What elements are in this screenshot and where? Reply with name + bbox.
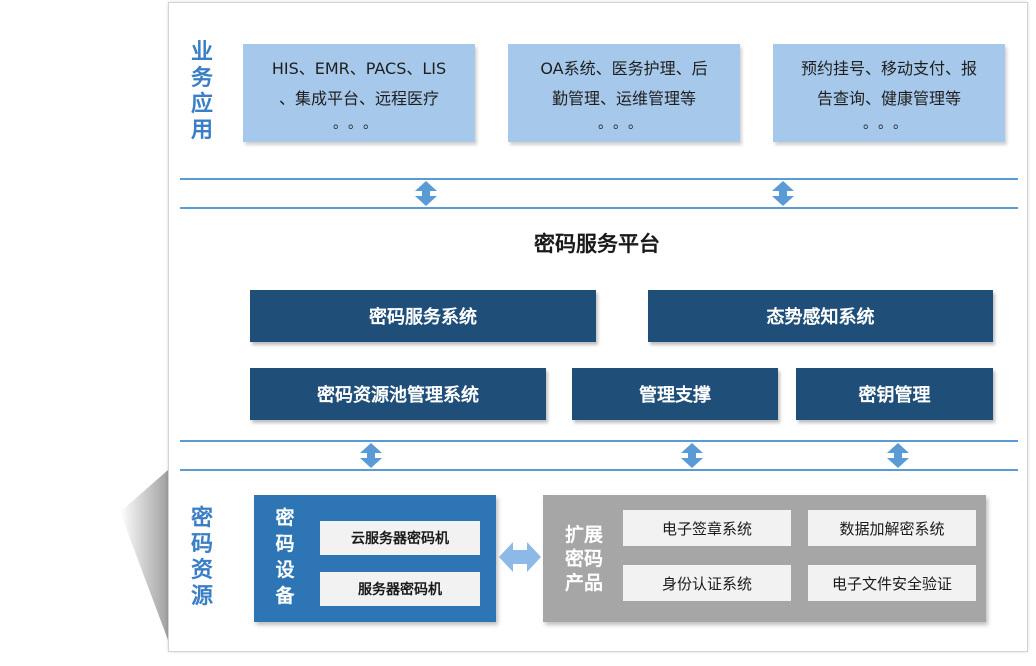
divider-line-lower-1 (180, 440, 1018, 442)
key-management: 密钥管理 (796, 368, 993, 420)
data-encryption-system: 数据加解密系统 (808, 510, 976, 546)
divider-line-upper-2 (180, 207, 1018, 209)
cloud-server-crypto-machine: 云服务器密码机 (320, 521, 480, 555)
server-crypto-machine: 服务器密码机 (320, 572, 480, 606)
crypto-devices-panel: 密码设备 云服务器密码机 服务器密码机 (254, 495, 496, 622)
management-support: 管理支撑 (572, 368, 778, 420)
app-text-line1: OA系统、医务护理、后 (540, 59, 708, 78)
app-text-line2: 告查询、健康管理等 (816, 89, 961, 108)
app-text-line1: 预约挂号、移动支付、报 (800, 59, 977, 78)
double-arrow-icon (681, 443, 703, 468)
extended-products-title: 扩展密码产品 (564, 524, 603, 594)
crypto-service-system: 密码服务系统 (250, 290, 596, 342)
horizontal-double-arrow-icon (499, 542, 541, 572)
divider-line-lower-2 (180, 469, 1018, 471)
e-document-security-verification: 电子文件安全验证 (808, 565, 976, 601)
app-dots: 。。。 (598, 116, 650, 132)
app-dots: 。。。 (333, 116, 385, 132)
platform-title: 密码服务平台 (534, 232, 660, 256)
app-text-line1: HIS、EMR、PACS、LIS (271, 59, 447, 78)
app-text-line2: 勤管理、运维管理等 (551, 89, 696, 108)
crypto-devices-title: 密码设备 (275, 507, 295, 607)
resource-layer-label: 密码资源 (190, 506, 213, 609)
double-arrow-icon (772, 181, 794, 206)
app-box-clinical: HIS、EMR、PACS、LIS 、集成平台、远程医疗 。。。 (243, 44, 475, 142)
app-text-line2: 、集成平台、远程医疗 (278, 89, 439, 108)
app-dots: 。。。 (863, 116, 915, 132)
situation-awareness-system: 态势感知系统 (648, 290, 993, 342)
double-arrow-icon (360, 443, 382, 468)
app-box-management: OA系统、医务护理、后勤管理、运维管理等 。。。 (508, 44, 740, 142)
divider-line-upper-1 (180, 178, 1018, 180)
business-layer-label: 业务应用 (190, 40, 213, 143)
extended-products-panel: 扩展密码产品 电子签章系统 数据加解密系统 身份认证系统 电子文件安全验证 (543, 495, 986, 622)
double-arrow-icon (887, 443, 909, 468)
double-arrow-icon (415, 181, 437, 206)
app-box-patient-services: 预约挂号、移动支付、报告查询、健康管理等 。。。 (773, 44, 1005, 142)
resource-pool-management-system: 密码资源池管理系统 (250, 368, 546, 420)
e-seal-system: 电子签章系统 (623, 510, 791, 546)
identity-auth-system: 身份认证系统 (623, 565, 791, 601)
